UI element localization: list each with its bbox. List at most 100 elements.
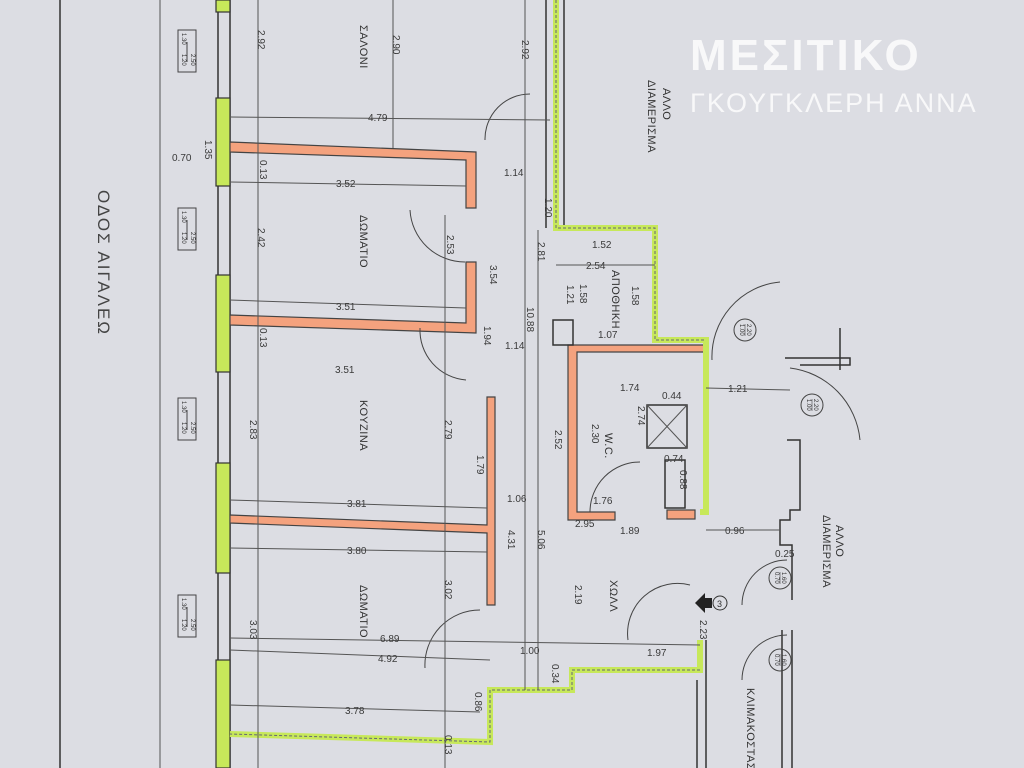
room-label-domatio-2: ΔΩΜΑΤΙΟ bbox=[357, 585, 369, 638]
dimension-label: 2.92 bbox=[255, 30, 266, 50]
facade-wall bbox=[215, 0, 231, 768]
door-tag-value: 1.60 bbox=[780, 572, 786, 584]
misc-walls bbox=[545, 0, 851, 768]
dimension-label: 10.88 bbox=[524, 307, 535, 332]
dimension-label: 1.06 bbox=[507, 494, 527, 505]
dimension-label: 3.02 bbox=[442, 580, 453, 600]
dimension-label: 0.44 bbox=[662, 391, 682, 402]
door-tag-value: 1.60 bbox=[780, 654, 786, 666]
dimension-label: 5.06 bbox=[535, 530, 546, 550]
door-tag-value: 1.00 bbox=[738, 324, 744, 336]
dimension-label: 2.30 bbox=[589, 424, 600, 444]
dimension-label: 2.95 bbox=[575, 519, 595, 530]
room-label-allo-1-line2: ΔΙΑΜΕΡΙΣΜΑ bbox=[645, 80, 657, 153]
dimension-label: 1.79 bbox=[474, 455, 485, 475]
dimension-label: 3.51 bbox=[335, 365, 355, 376]
dimension-label: 0.13 bbox=[257, 328, 268, 348]
entrance-number: 3 bbox=[717, 599, 722, 609]
dimension-label: 3.54 bbox=[487, 265, 498, 285]
dimension-label: 1.14 bbox=[504, 168, 524, 179]
dimension-label: 3.80 bbox=[347, 546, 367, 557]
dimension-label: 0.88 bbox=[677, 470, 688, 490]
watermark-line-2: ΓΚΟΥΓΚΛΕΡΗ ΑΝΝΑ bbox=[690, 88, 978, 118]
window-tag-value: 2.50 bbox=[189, 619, 195, 631]
dimension-label: 3.81 bbox=[347, 499, 367, 510]
room-label-allo-2-line2: ΔΙΑΜΕΡΙΣΜΑ bbox=[820, 515, 832, 588]
dimension-label: 1.76 bbox=[593, 496, 613, 507]
dimension-label: 2.81 bbox=[535, 242, 546, 262]
room-label-apothiki: ΑΠΟΘΗΚΗ bbox=[609, 270, 621, 329]
dimension-label: 4.79 bbox=[368, 113, 388, 124]
dimension-label: 3.51 bbox=[336, 302, 356, 313]
dimension-label: 2.23 bbox=[697, 620, 708, 640]
dimension-label: 4.31 bbox=[505, 530, 516, 550]
dimension-label: 0.25 bbox=[775, 549, 795, 560]
dimension-label: 3.52 bbox=[336, 179, 356, 190]
dimension-label: 1.20 bbox=[542, 198, 553, 218]
room-label-wc: W.C. bbox=[602, 433, 614, 459]
dimension-label: 1.97 bbox=[647, 648, 667, 659]
window-tag-value: 1.30 bbox=[180, 598, 186, 610]
dimension-label: 1.89 bbox=[620, 526, 640, 537]
internal-walls bbox=[229, 141, 707, 606]
dimension-label: 1.94 bbox=[481, 326, 492, 346]
dimension-lines bbox=[229, 0, 791, 768]
window-tag-value: 1.20 bbox=[180, 54, 186, 66]
dimension-label: 1.00 bbox=[520, 646, 540, 657]
window-tag-value: 2.50 bbox=[189, 54, 195, 66]
room-label-allo-1-line1: ΑΛΛΟ bbox=[660, 88, 672, 120]
dimension-label: 0.13 bbox=[442, 735, 453, 755]
dimension-label: 2.90 bbox=[390, 35, 401, 55]
dimension-label: 2.42 bbox=[255, 228, 266, 248]
room-label-hall: ΧΩΛΛ bbox=[607, 580, 619, 612]
room-label-domatio-1: ΔΩΜΑΤΙΟ bbox=[357, 215, 369, 268]
dimension-label: 1.58 bbox=[629, 286, 640, 306]
door-tag-value: 1.00 bbox=[805, 399, 811, 411]
door-tag-value: 0.70 bbox=[773, 654, 779, 666]
dimension-label: 0.86 bbox=[472, 692, 483, 712]
dimension-label: 1.52 bbox=[592, 240, 612, 251]
dimension-label: 1.07 bbox=[598, 330, 618, 341]
window-tag-value: 1.20 bbox=[180, 619, 186, 631]
dimension-label: 3.78 bbox=[345, 706, 365, 717]
door-tag-value: 0.70 bbox=[773, 572, 779, 584]
door-tag-value: 2.20 bbox=[812, 399, 818, 411]
window-tag-value: 1.30 bbox=[180, 33, 186, 45]
dimension-label: 2.79 bbox=[442, 420, 453, 440]
watermark-line-1: ΜΕΣΙΤΙΚΟ bbox=[690, 31, 922, 80]
dimension-label: 0.74 bbox=[664, 454, 684, 465]
dimension-label: 1.21 bbox=[728, 384, 748, 395]
dimension-label: 1.21 bbox=[564, 285, 575, 305]
dimension-label: 2.83 bbox=[247, 420, 258, 440]
door-tag-value: 2.20 bbox=[745, 324, 751, 336]
window-tag-value: 2.50 bbox=[189, 232, 195, 244]
window-tag-value: 1.20 bbox=[180, 232, 186, 244]
room-label-allo-2-line1: ΑΛΛΟ bbox=[833, 525, 845, 557]
room-label-saloni: ΣΑΛΟΝΙ bbox=[357, 25, 369, 69]
window-tag-value: 1.20 bbox=[180, 422, 186, 434]
entrance-marker: 3 bbox=[695, 593, 728, 613]
dimension-label: 2.53 bbox=[444, 235, 455, 255]
dimension-label: 2.92 bbox=[519, 40, 530, 60]
room-label-stairs: ΚΛΙΜΑΚΟΣΤΑΣΙΟ bbox=[744, 688, 756, 768]
dimension-label: 2.19 bbox=[572, 585, 583, 605]
dimension-label: 4.92 bbox=[378, 654, 398, 665]
dimension-label: 2.74 bbox=[635, 406, 646, 426]
window-tag-value: 2.50 bbox=[189, 422, 195, 434]
dimension-label: 0.13 bbox=[257, 160, 268, 180]
dimension-label: 1.58 bbox=[577, 284, 588, 304]
window-tag-value: 1.30 bbox=[180, 401, 186, 413]
dimension-label: 0.96 bbox=[725, 526, 745, 537]
dimension-label: 0.70 bbox=[172, 153, 192, 164]
dimension-label: 2.54 bbox=[586, 261, 606, 272]
dimension-label: 1.14 bbox=[505, 341, 525, 352]
exterior-wall bbox=[229, 0, 709, 768]
